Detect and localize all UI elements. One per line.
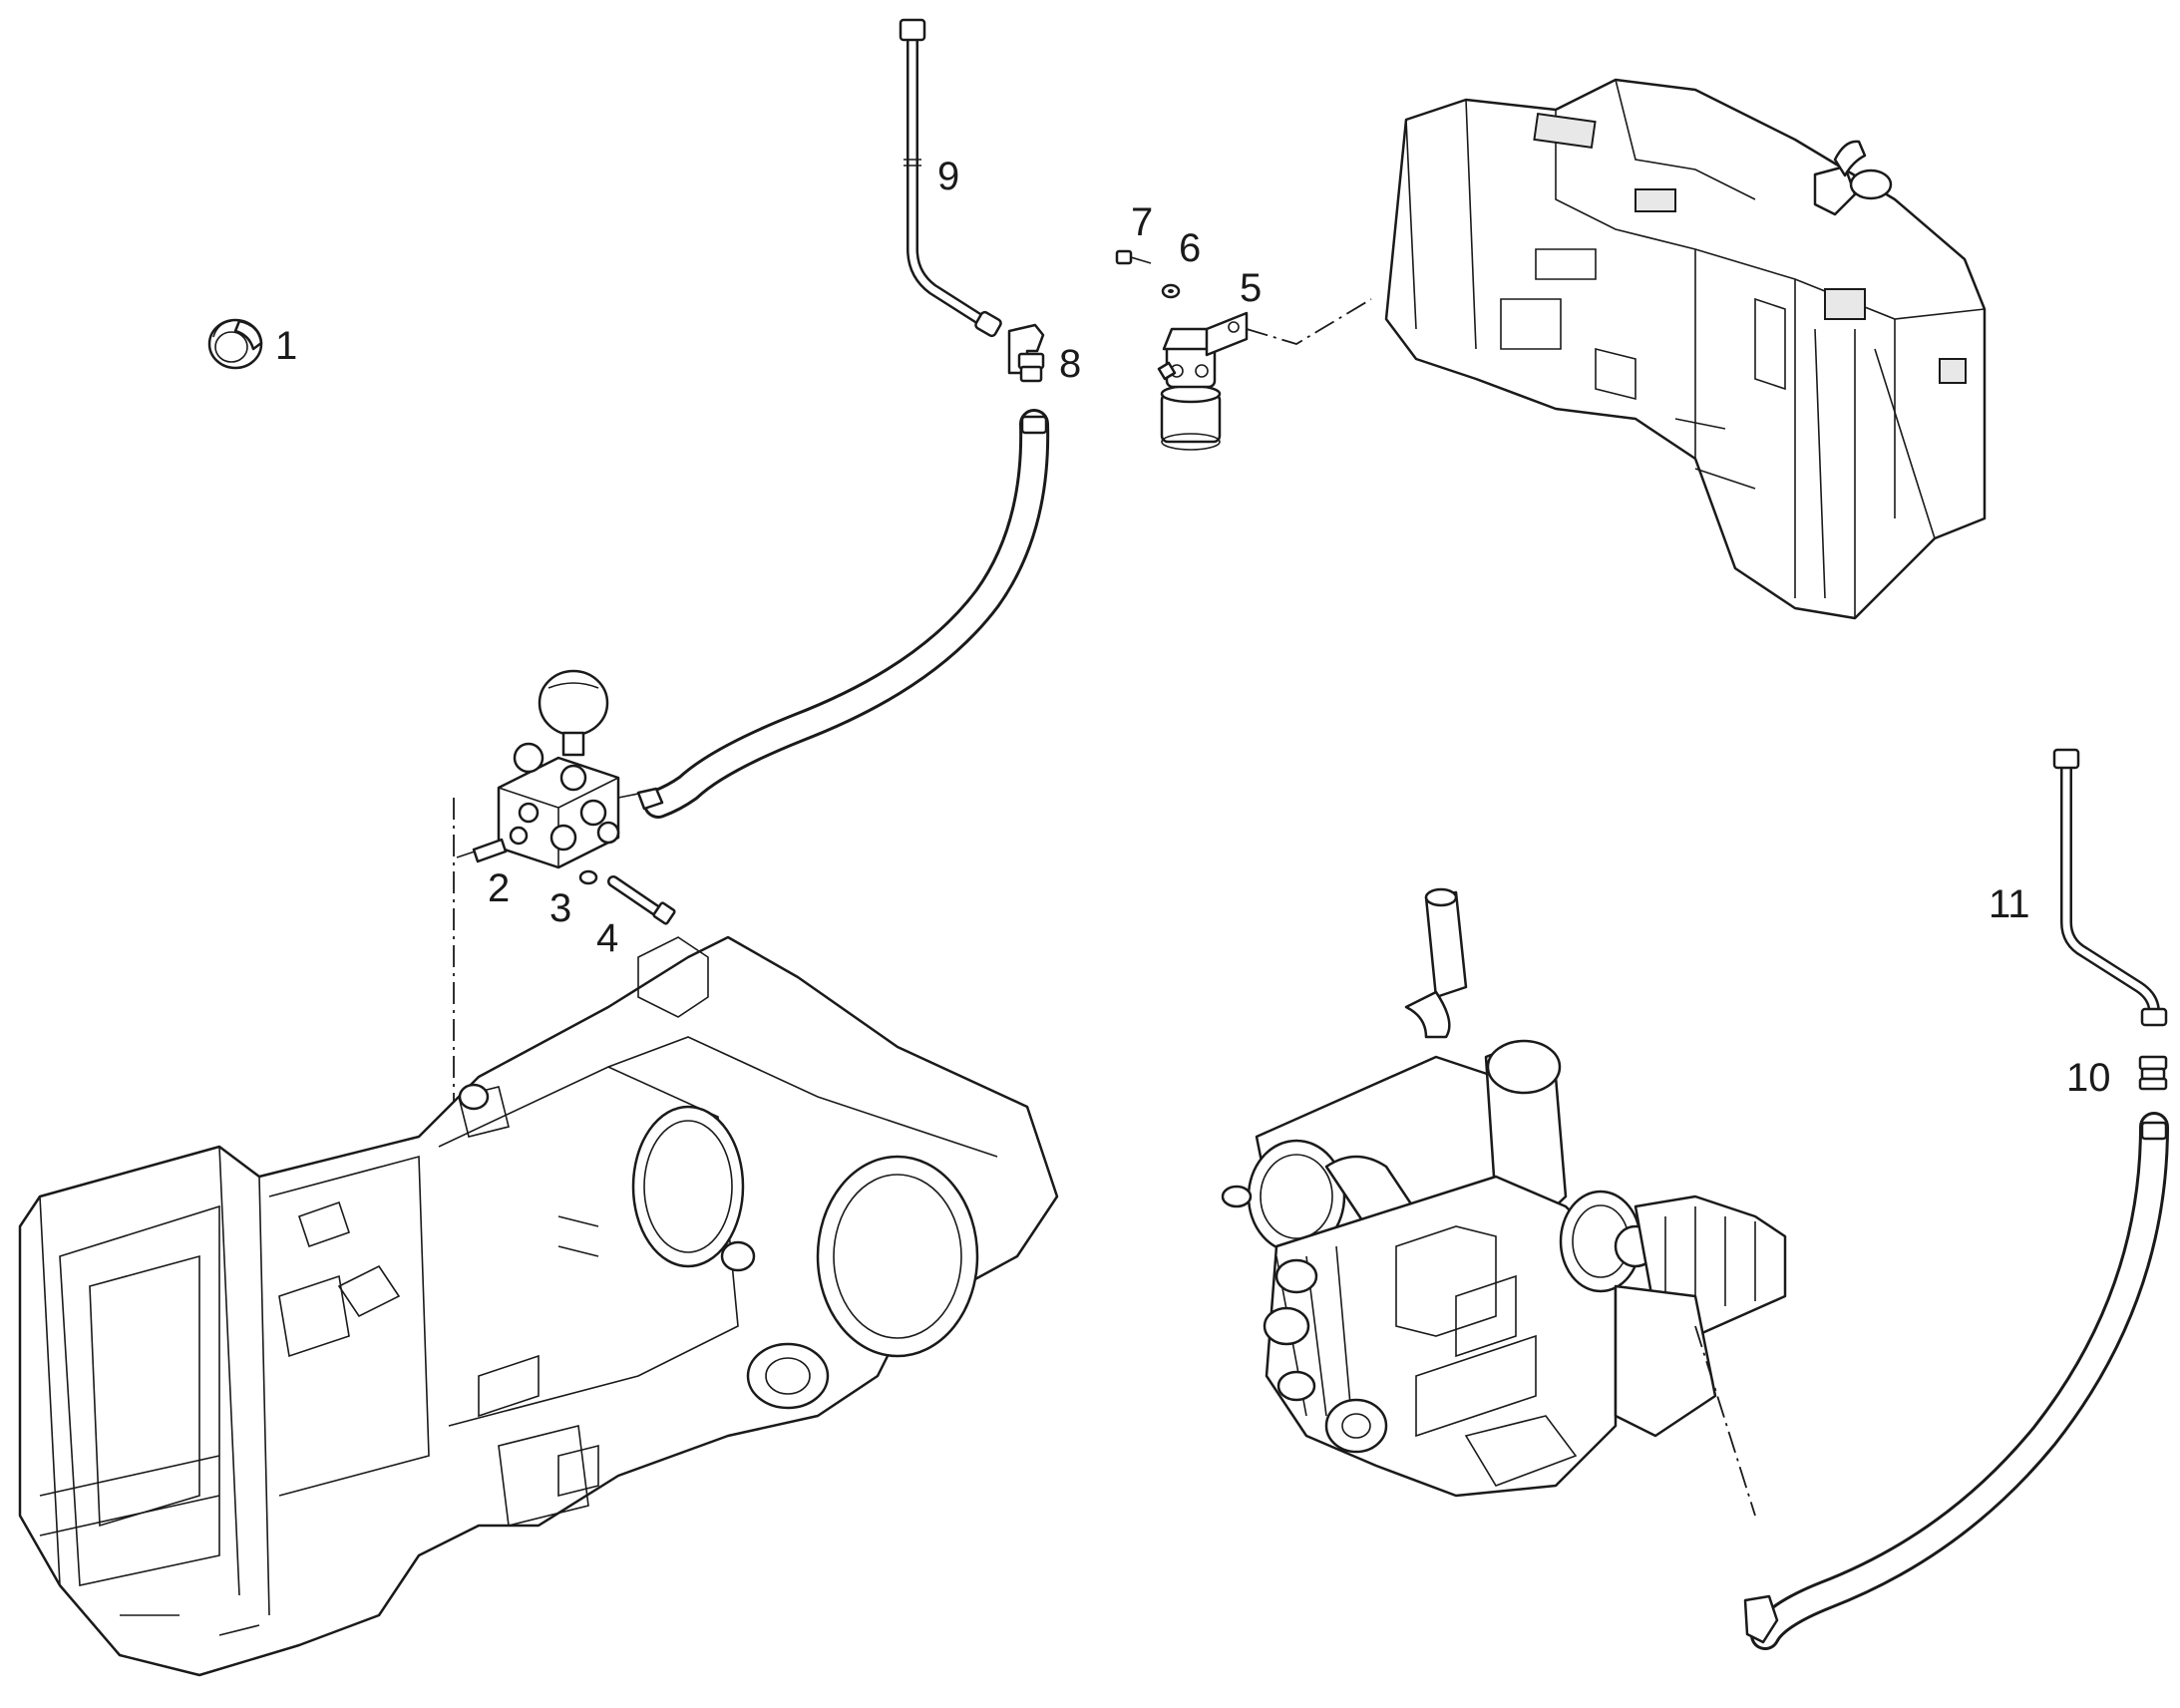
valve-block-assembly bbox=[456, 669, 664, 869]
leader-engine-to-hose bbox=[1694, 1325, 1756, 1517]
callout-7: 7 bbox=[1131, 200, 1153, 244]
callout-5: 5 bbox=[1240, 266, 1262, 310]
callout-1: 1 bbox=[275, 324, 297, 368]
part-11-pipe bbox=[2052, 748, 2168, 1027]
upper-hose bbox=[643, 409, 1050, 819]
callout-3: 3 bbox=[549, 886, 571, 930]
part-7-bolt bbox=[1115, 249, 1152, 265]
callout-2: 2 bbox=[488, 866, 510, 910]
part-1-clamp bbox=[207, 318, 263, 370]
callout-11: 11 bbox=[1989, 882, 2030, 926]
chassis-main-frame bbox=[18, 935, 1059, 1677]
leader-5-to-cab bbox=[1246, 298, 1372, 345]
part-10-fitting bbox=[2138, 1055, 2168, 1091]
part-3-washer bbox=[578, 869, 598, 885]
engine-assembly bbox=[1221, 887, 1787, 1498]
callout-4: 4 bbox=[596, 916, 618, 960]
callout-9: 9 bbox=[937, 155, 959, 198]
callout-6: 6 bbox=[1179, 226, 1201, 270]
lower-hose bbox=[1743, 1112, 2169, 1650]
cab-frame-assembly bbox=[1384, 78, 1987, 620]
part-4-long-bolt bbox=[607, 875, 676, 925]
part-8-elbow-fitting bbox=[1007, 323, 1045, 383]
part-9-pipe bbox=[899, 18, 1002, 338]
callout-8: 8 bbox=[1059, 342, 1081, 386]
part-5-filter-assembly bbox=[1157, 311, 1249, 451]
part-6-washer bbox=[1161, 283, 1181, 299]
callout-10: 10 bbox=[2066, 1056, 2111, 1100]
